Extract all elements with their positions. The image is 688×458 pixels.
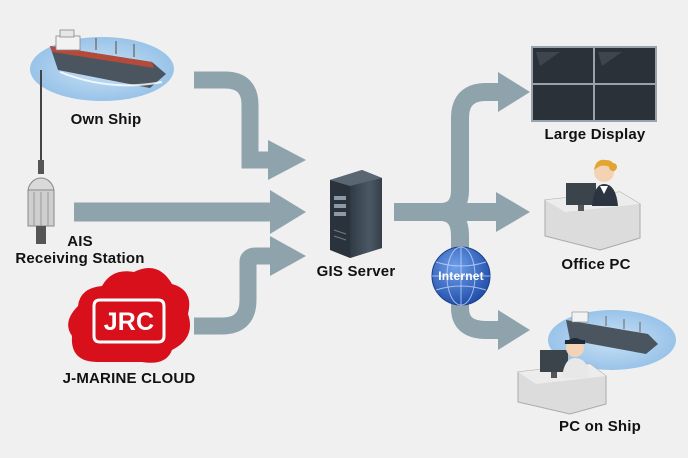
arrow-own-ship-to-server <box>194 71 270 169</box>
cloud-icon <box>68 268 190 363</box>
antenna-icon <box>27 70 55 244</box>
arrow-server-to-outputs <box>394 83 500 339</box>
arrow-icon <box>268 140 306 180</box>
arrow-icon <box>498 310 530 350</box>
node-label-jrc-cloud: J-MARINE CLOUD <box>62 370 196 387</box>
node-label-gis-server: GIS Server <box>316 263 396 280</box>
arrow-cloud-to-server <box>194 247 272 335</box>
node-label-large-display: Large Display <box>544 126 646 143</box>
ship-icon <box>30 29 174 101</box>
arrow-icon <box>498 72 530 112</box>
node-label-internet: Internet <box>438 269 484 283</box>
node-label-pc-on-ship: PC on Ship <box>559 418 641 435</box>
office-worker-icon <box>544 159 641 251</box>
node-label-ais: AIS Receiving Station <box>15 233 145 267</box>
globe-icon <box>431 246 491 306</box>
arrow-icon <box>270 190 306 234</box>
display-wall-icon <box>531 46 657 122</box>
arrow-icon <box>270 236 306 276</box>
jrc-logo-text: JRC <box>103 308 155 336</box>
node-label-own-ship: Own Ship <box>70 111 142 128</box>
arrow-icon <box>496 192 530 232</box>
server-icon <box>330 170 382 258</box>
ship-worker-icon <box>517 310 676 415</box>
node-label-office-pc: Office PC <box>561 256 631 273</box>
